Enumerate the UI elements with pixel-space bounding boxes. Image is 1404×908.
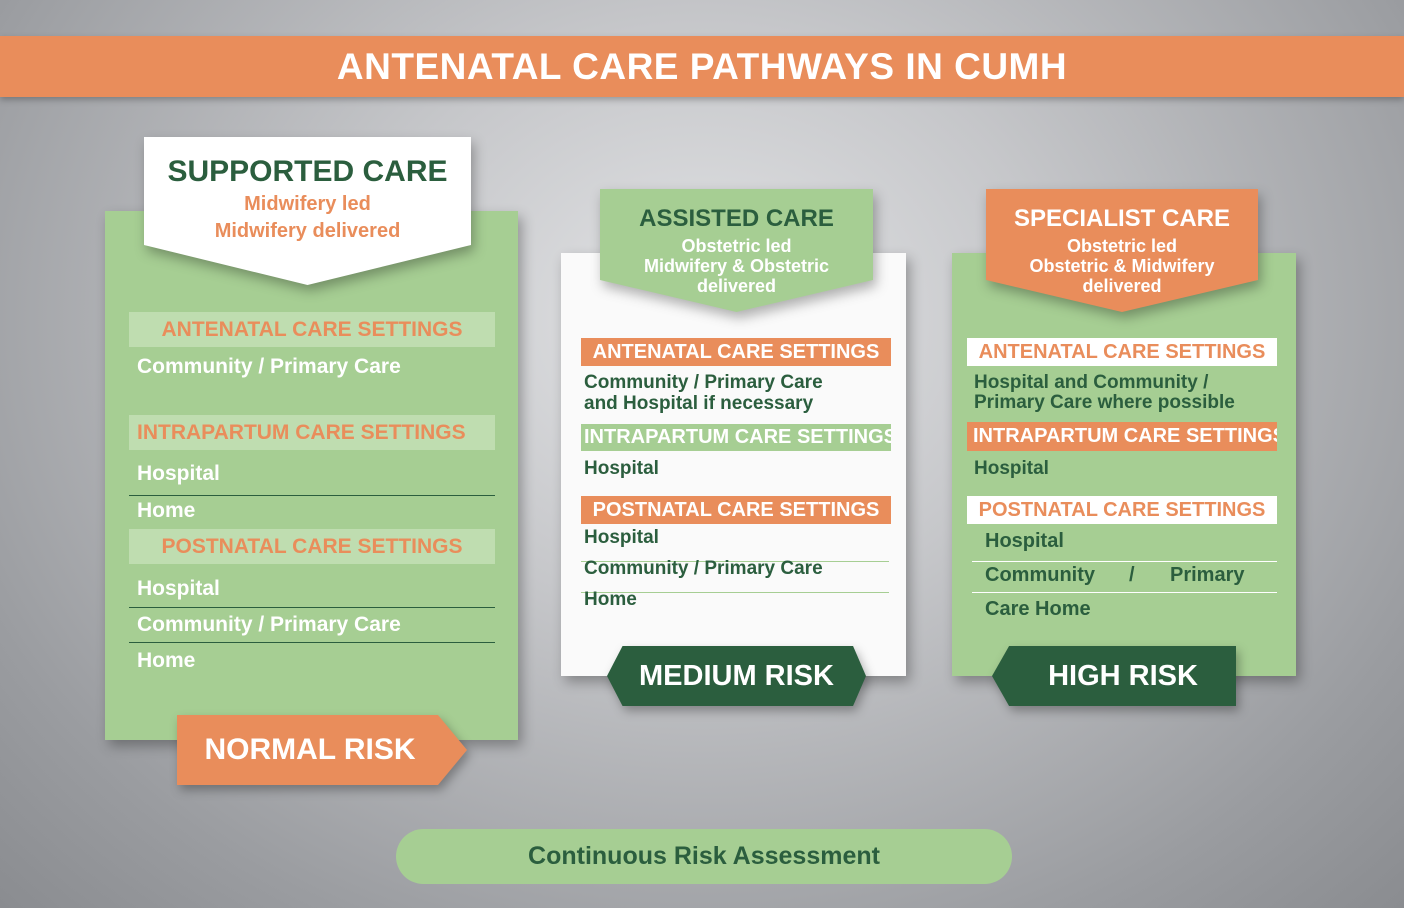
setting-item: Hospital [584, 458, 659, 479]
setting-item: Hospital [137, 577, 220, 600]
setting-item: Primary [1170, 564, 1245, 586]
antenatal-header: ANTENATAL CARE SETTINGS [967, 338, 1277, 366]
pennant-sub: Midwifery led [244, 193, 371, 215]
postnatal-header: POSTNATAL CARE SETTINGS [581, 496, 891, 524]
setting-item: Hospital [584, 527, 659, 548]
pennant-sub: delivered [696, 276, 777, 296]
intrapartum-header: INTRAPARTUM CARE SETTINGS [967, 422, 1277, 451]
pennant-sub: delivered [1082, 276, 1162, 296]
intrapartum-header: INTRAPARTUM CARE SETTINGS [129, 415, 495, 450]
setting-item: Care Home [985, 598, 1091, 620]
assisted-care-pennant: ASSISTED CARE Obstetric led Midwifery & … [600, 189, 873, 312]
divider [581, 592, 889, 593]
divider [972, 561, 1277, 562]
divider [129, 642, 495, 643]
setting-item: Hospital [985, 530, 1064, 552]
divider [129, 607, 495, 608]
pennant-sub: Obstetric led [681, 236, 792, 256]
risk-label: NORMAL RISK [177, 715, 467, 785]
setting-item: Hospital and Community / [974, 372, 1209, 393]
setting-item: Home [137, 499, 196, 522]
divider [129, 495, 495, 496]
divider [972, 592, 1277, 593]
intrapartum-header: INTRAPARTUM CARE SETTINGS [581, 424, 891, 451]
setting-item: Community [985, 564, 1095, 586]
pennant-heading: SUPPORTED CARE [167, 155, 448, 188]
setting-item: Community / Primary Care [584, 372, 823, 393]
page-title: ANTENATAL CARE PATHWAYS IN CUMH [0, 36, 1404, 97]
setting-item: Hospital [137, 462, 220, 485]
antenatal-header: ANTENATAL CARE SETTINGS [581, 338, 891, 366]
postnatal-header: POSTNATAL CARE SETTINGS [129, 529, 495, 564]
pennant-heading: SPECIALIST CARE [1013, 205, 1231, 232]
high-risk-ribbon: HIGH RISK [992, 646, 1236, 706]
pennant-sub: Obstetric led [1066, 236, 1178, 256]
pennant-sub: Midwifery & Obstetric [643, 256, 830, 276]
setting-item: and Hospital if necessary [584, 393, 814, 414]
setting-item: Community / Primary Care [137, 613, 401, 636]
medium-risk-ribbon: MEDIUM RISK [607, 646, 866, 706]
pennant-sub: Obstetric & Midwifery [1029, 256, 1215, 276]
pennant-sub: Midwifery delivered [214, 220, 401, 242]
setting-item: Home [137, 649, 196, 672]
pennant-heading: ASSISTED CARE [639, 205, 834, 232]
high-risk-card: ANTENATAL CARE SETTINGS Hospital and Com… [952, 253, 1296, 676]
setting-item: Hospital [974, 458, 1049, 479]
specialist-care-pennant: SPECIALIST CARE Obstetric led Obstetric … [986, 189, 1258, 312]
supported-care-pennant: SUPPORTED CARE Midwifery led Midwifery d… [144, 137, 471, 285]
setting-item: Community / Primary Care [137, 355, 401, 378]
normal-risk-ribbon: NORMAL RISK [177, 715, 467, 785]
risk-label: MEDIUM RISK [607, 646, 866, 706]
medium-risk-card: ANTENATAL CARE SETTINGS Community / Prim… [561, 253, 906, 676]
setting-item: Primary Care where possible [974, 392, 1235, 413]
setting-item: / [1129, 564, 1135, 586]
continuous-risk-assessment-pill: Continuous Risk Assessment [396, 829, 1012, 884]
risk-label: HIGH RISK [992, 646, 1236, 706]
divider [581, 561, 889, 562]
postnatal-header: POSTNATAL CARE SETTINGS [967, 496, 1277, 524]
antenatal-header: ANTENATAL CARE SETTINGS [129, 312, 495, 347]
setting-item: Community / Primary Care [584, 558, 823, 579]
setting-item: Home [584, 589, 637, 610]
normal-risk-card: ANTENATAL CARE SETTINGS Community / Prim… [105, 211, 518, 740]
